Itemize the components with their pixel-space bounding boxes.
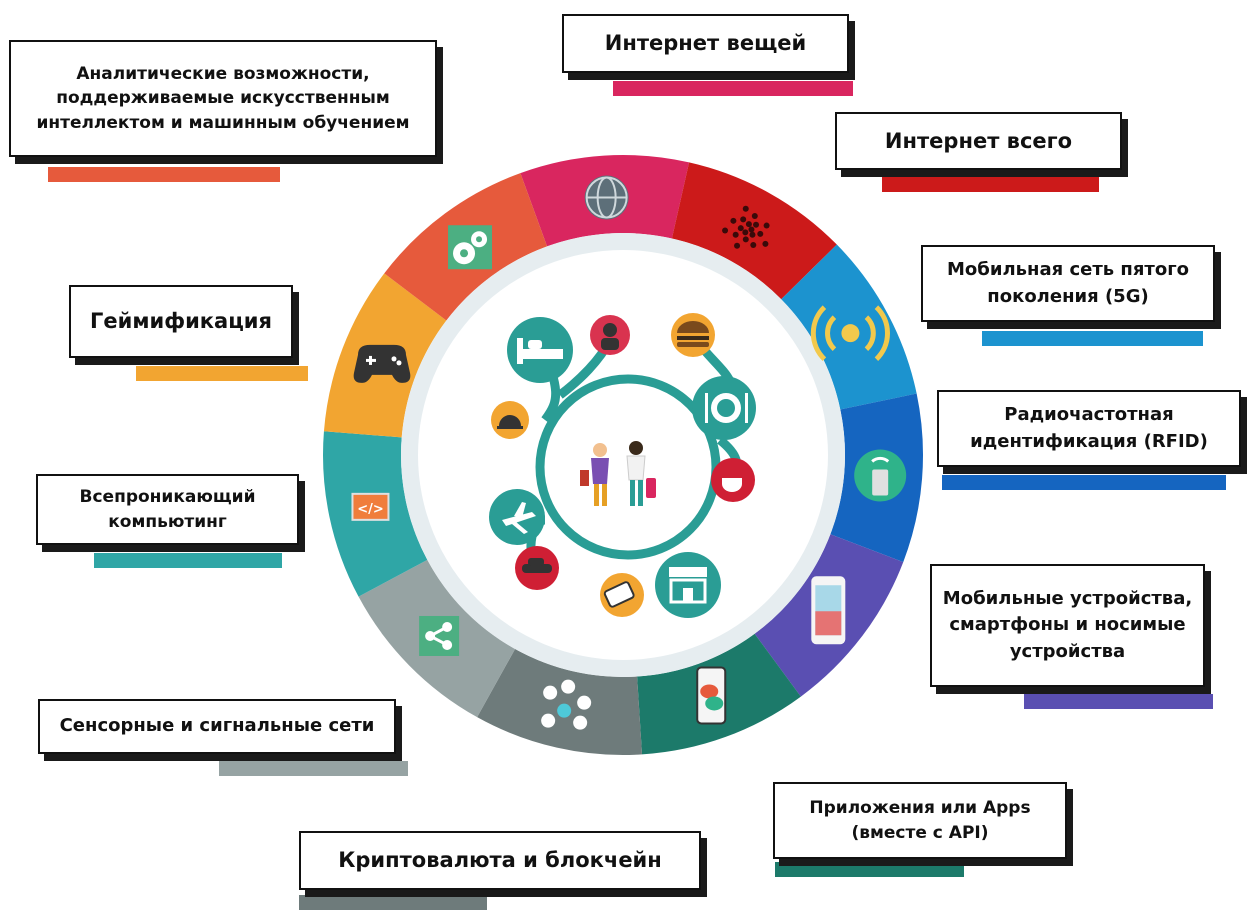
iot-accent-bar xyxy=(613,81,853,96)
label-iot-text: Интернет вещей xyxy=(604,31,807,56)
label-gamification: Геймификация xyxy=(69,285,293,358)
center-hub xyxy=(489,313,756,618)
label-mobile-devices-text: Мобильные устройства, смартфоны и носимы… xyxy=(942,588,1193,662)
car-icon xyxy=(515,546,559,590)
label-rfid-text: Радиочастотная идентификация (RFID) xyxy=(970,404,1208,452)
bell-icon xyxy=(491,401,529,439)
robber-icon xyxy=(590,315,630,355)
airplane-icon xyxy=(489,489,545,545)
crypto-accent-bar xyxy=(299,895,487,910)
label-ioe: Интернет всего xyxy=(835,112,1122,170)
rfid-phone-icon xyxy=(854,449,907,502)
apps-accent-bar xyxy=(775,862,964,877)
pervasive-accent-bar xyxy=(94,553,282,568)
label-apps: Приложения или Apps (вместе с API) xyxy=(773,782,1067,859)
coffee-icon xyxy=(711,458,755,502)
label-crypto-text: Криптовалюта и блокчейн xyxy=(338,848,662,873)
travelers-icon xyxy=(580,441,656,506)
sale-tag-icon xyxy=(600,573,644,617)
label-ioe-text: Интернет всего xyxy=(884,128,1073,153)
label-sensor-networks: Сенсорные и сигнальные сети xyxy=(38,699,396,754)
label-apps-text: Приложения или Apps (вместе с API) xyxy=(809,797,1031,843)
ai-accent-bar xyxy=(48,167,280,182)
shop-icon xyxy=(655,552,721,618)
label-rfid: Радиочастотная идентификация (RFID) xyxy=(937,390,1241,467)
ioe-accent-bar xyxy=(882,177,1099,192)
label-sensor-networks-text: Сенсорные и сигнальные сети xyxy=(59,715,375,737)
code-icon: </> xyxy=(351,492,390,521)
gears-icon xyxy=(448,225,493,270)
burger-icon xyxy=(671,313,715,357)
bed-icon xyxy=(507,317,573,383)
mobile-accent-bar xyxy=(1024,694,1213,709)
fiveg-accent-bar xyxy=(982,331,1203,346)
label-pervasive-computing: Всепроникающий компьютинг xyxy=(36,474,299,545)
segment-crypto xyxy=(477,648,643,755)
dots-icon xyxy=(722,205,770,249)
dining-icon xyxy=(692,376,756,440)
signal-icon xyxy=(810,305,891,361)
label-pervasive-computing-text: Всепроникающий компьютинг xyxy=(79,486,256,532)
segment-icons: </> xyxy=(351,175,907,730)
label-ai-analytics: Аналитические возможности, поддерживаемы… xyxy=(9,40,437,157)
share-icon xyxy=(419,615,460,656)
label-5g: Мобильная сеть пятого поколения (5G) xyxy=(921,245,1215,322)
smartphone-icon xyxy=(811,576,846,645)
blockchain-icon xyxy=(541,679,592,730)
sensor-accent-bar xyxy=(219,761,408,776)
svg-text:</>: </> xyxy=(357,502,384,517)
label-gamification-text: Геймификация xyxy=(90,309,272,334)
label-5g-text: Мобильная сеть пятого поколения (5G) xyxy=(947,259,1189,307)
gamepad-icon xyxy=(353,344,411,383)
rfid-accent-bar xyxy=(942,475,1226,490)
label-iot: Интернет вещей xyxy=(562,14,849,73)
segment-ioe xyxy=(671,162,837,300)
label-mobile-devices: Мобильные устройства, смартфоны и носимы… xyxy=(930,564,1205,687)
chat-phone-icon xyxy=(696,666,727,725)
globe-icon xyxy=(584,175,629,220)
label-ai-analytics-text: Аналитические возможности, поддерживаемы… xyxy=(36,63,410,133)
gamification-accent-bar xyxy=(136,366,308,381)
label-crypto: Криптовалюта и блокчейн xyxy=(299,831,701,890)
